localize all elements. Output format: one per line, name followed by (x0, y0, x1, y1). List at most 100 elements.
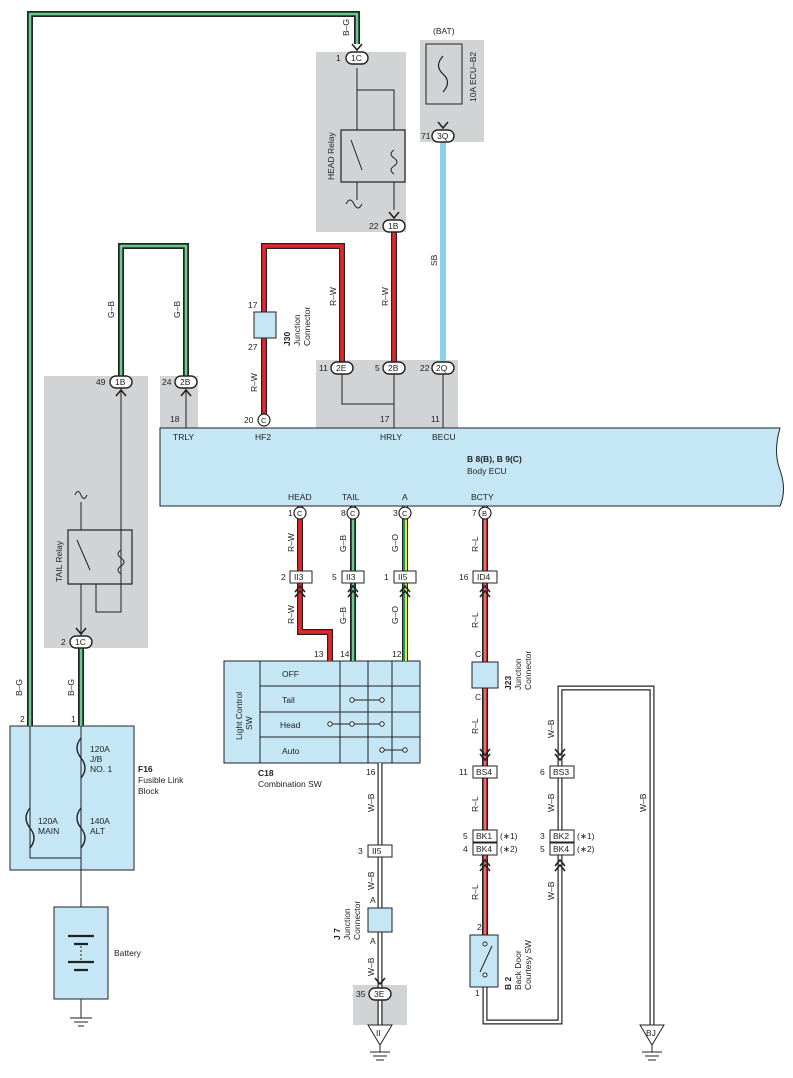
chevron-marks (75, 43, 566, 986)
ecu-term-a: A (402, 492, 408, 502)
svg-text:1C: 1C (75, 637, 86, 647)
j30-box (253, 311, 277, 339)
svg-text:C: C (261, 416, 267, 425)
svg-text:11: 11 (319, 363, 328, 373)
conn-bk1: BK1 5 (∗1) (463, 829, 518, 843)
battery-label: Battery (114, 948, 142, 958)
wire-labels: B–G B–G B–G G–B G–B R–W R–W R–W SB R–W R… (14, 19, 648, 976)
svg-text:B–G: B–G (341, 19, 351, 36)
svg-text:BS3: BS3 (553, 767, 569, 777)
fuse-140a-alt: 140A (90, 816, 110, 826)
svg-text:SB: SB (429, 254, 439, 266)
svg-text:C: C (350, 509, 356, 518)
j30-name1: Junction (292, 314, 302, 346)
ecu-term-trly: TRLY (173, 432, 194, 442)
svg-text:5: 5 (540, 844, 545, 854)
svg-text:(∗1): (∗1) (500, 831, 518, 841)
svg-text:W–B: W–B (366, 871, 376, 890)
head-relay-label: HEAD Relay (326, 132, 336, 180)
head-relay-box (316, 52, 406, 232)
ecu-b2-fuse-body (425, 43, 463, 105)
svg-text:71: 71 (421, 131, 431, 141)
conn-bs3: BS3 6 (540, 765, 575, 779)
j23-box (471, 661, 499, 689)
ecu-term-becu: BECU (432, 432, 456, 442)
svg-text:16: 16 (459, 572, 469, 582)
svg-text:BK2: BK2 (553, 831, 569, 841)
fusible-link-code: F16 (138, 764, 153, 774)
fusible-link-contents: 120A J/B NO. 1 120A MAIN 140A ALT 2 1 F1… (20, 714, 184, 849)
battery: Battery (68, 934, 142, 972)
conn-1b-relay: 1B 22 (369, 219, 406, 233)
conn-bk4: BK4 4 (∗2) (463, 842, 518, 856)
conn-id4: ID4 16 (459, 570, 498, 584)
svg-text:G–B: G–B (172, 301, 182, 318)
svg-text:8: 8 (341, 508, 346, 518)
light-control-switch: Light Control SW OFF Tail Head Auto 13 1… (234, 649, 408, 789)
svg-text:G–B: G–B (106, 301, 116, 318)
svg-text:W–B: W–B (546, 719, 556, 738)
fusible-link-block (9, 725, 135, 871)
svg-text:(∗1): (∗1) (577, 831, 595, 841)
wire-w-b-bj (482, 685, 655, 1025)
svg-text:R–W: R–W (249, 373, 259, 392)
svg-text:B–G: B–G (66, 679, 76, 696)
combo-sw-name: Combination SW (258, 779, 322, 789)
svg-text:B: B (482, 509, 487, 518)
j30-name2: Connector (302, 307, 312, 346)
svg-text:B–G: B–G (14, 679, 24, 696)
tail-relay: TAIL Relay (54, 529, 133, 585)
svg-text:6: 6 (540, 767, 545, 777)
fusible-link-name-1: Fusible Link (138, 775, 184, 785)
svg-text:22: 22 (420, 363, 430, 373)
switch-pos-head: Head (280, 720, 301, 730)
ecu-term-hf2: HF2 (255, 432, 271, 442)
svg-text:2: 2 (281, 572, 286, 582)
ground-bj: BJ (639, 1024, 665, 1061)
j7-pin-a-bottom: A (370, 936, 376, 946)
svg-text:1B: 1B (115, 377, 126, 387)
body-ecu-outline (159, 427, 784, 507)
svg-text:W–B: W–B (546, 881, 556, 900)
fuse-120a-jb-2: J/B (90, 754, 103, 764)
ecu-term-bcty: BCTY (471, 492, 494, 502)
ecu-circle-terminals: C 20 C 1 C 8 C 3 B 7 (244, 413, 492, 520)
conn-1c-tail: 1C 2 (61, 635, 93, 649)
svg-text:2B: 2B (180, 377, 191, 387)
svg-text:20: 20 (244, 415, 254, 425)
svg-text:R–L: R–L (470, 612, 480, 628)
b2-name1: Back Door (513, 950, 523, 990)
thin-wires (29, 68, 444, 1018)
conn-3q: 3Q 71 (421, 129, 455, 143)
j30-junction: 17 27 J30 Junction Connector (248, 300, 312, 352)
ecu-term-hrly: HRLY (380, 432, 402, 442)
svg-text:3E: 3E (374, 989, 385, 999)
j7-code: J 7 (332, 928, 342, 940)
fuse-120a-jb-3: NO. 1 (90, 764, 112, 774)
svg-text:R–W: R–W (286, 605, 296, 624)
ecu-b2-fuse-box (420, 40, 484, 142)
ecu-term-head: HEAD (288, 492, 312, 502)
j30-code: J30 (282, 332, 292, 346)
svg-text:1B: 1B (388, 221, 399, 231)
ecu-b2-fuse-label: 10A ECU–B2 (468, 52, 478, 102)
svg-text:24: 24 (162, 377, 172, 387)
switch-label-2: SW (244, 716, 254, 730)
conn-bk2: BK2 3 (∗1) (540, 829, 595, 843)
switch-pos-auto: Auto (282, 746, 300, 756)
svg-text:2Q: 2Q (436, 363, 448, 373)
conn-2b-jb: 2B 5 17 (375, 361, 406, 424)
battery-box (53, 906, 109, 1000)
svg-text:G–B: G–B (338, 607, 348, 624)
svg-text:G–O: G–O (390, 606, 400, 624)
combo-pin-13: 13 (314, 649, 324, 659)
fuse-120a-main-2: MAIN (38, 826, 59, 836)
j7-junction: A A J 7 Junction Connector (332, 895, 393, 946)
conn-bk4-b: BK4 5 (∗2) (540, 842, 595, 856)
fusible-link-name-2: Block (138, 786, 160, 796)
svg-text:2E: 2E (336, 363, 347, 373)
bat-label: (BAT) (433, 26, 455, 36)
b2-pin-2: 2 (477, 922, 482, 932)
conn-ii3-a: II3 2 (281, 570, 313, 584)
